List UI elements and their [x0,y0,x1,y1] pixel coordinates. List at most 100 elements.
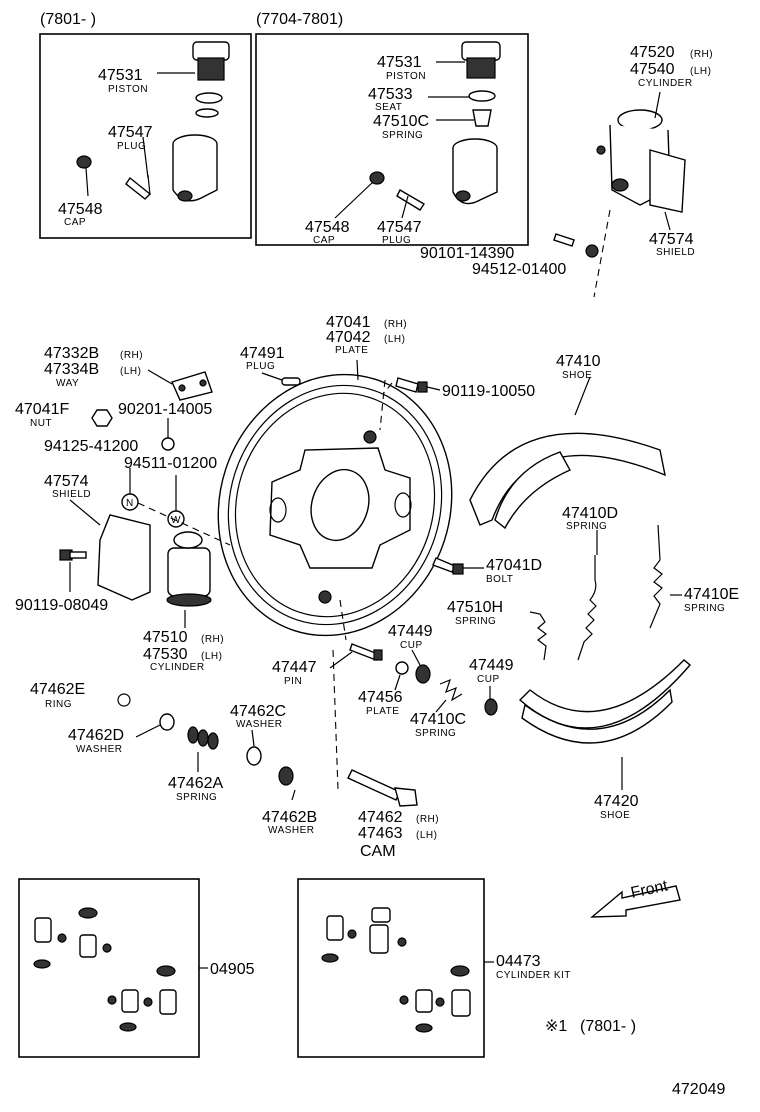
label-47547-a: 47547 [108,124,153,141]
label-90119-10050: 90119-10050 [442,383,535,400]
label-cap-a: CAP [64,217,86,228]
label-shoe-2: SHOE [600,810,630,821]
label-04473: 04473 [496,953,541,970]
label-90119-08049: 90119-08049 [15,597,108,614]
label-47531-b: 47531 [377,54,422,71]
label-47410: 47410 [556,353,601,370]
label-47574-l: 47574 [44,473,89,490]
label-shield-r: SHIELD [656,247,695,258]
label-47041: 47041 [326,314,371,331]
label-plate-2: PLATE [366,706,399,717]
label-94511: 94511-01200 [124,455,217,472]
label-lh-2: (LH) [384,334,405,345]
label-piston-a: PISTON [108,84,148,95]
spring-47410e [649,524,682,629]
spring-47410d [577,530,598,661]
inset-left-frame [39,33,252,239]
label-washer-d: WASHER [76,744,123,755]
cylinder-part-a [172,134,218,202]
label-47410c: 47410C [410,711,466,728]
label-47548-b: 47548 [305,219,350,236]
spring-47462a [187,726,219,772]
label-47574-r: 47574 [649,231,694,248]
label-47462d: 47462D [68,727,124,744]
label-plug-c: PLUG [246,361,275,372]
label-47462e: 47462E [30,681,85,698]
label-cylinder-2: CYLINDER [150,662,205,673]
spring-47410c [435,678,463,713]
bolt-90119-08049 [59,549,87,592]
label-47548-a: 47548 [58,201,103,218]
label-plate-1: PLATE [335,345,368,356]
label-shoe-1: SHOE [562,370,592,381]
ring-47462e [117,693,131,707]
washer-47462c [246,729,262,766]
washer-90201 [161,418,175,451]
label-spring-b: SPRING [382,130,423,141]
label-47491: 47491 [240,345,285,362]
label-note-mark: ※1 [545,1018,567,1035]
label-ring: RING [45,699,72,710]
label-47520: 47520 [630,44,675,61]
label-nut: NUT [30,418,52,429]
nut-47041f [91,409,113,427]
label-seat: SEAT [375,102,402,113]
plate-47456 [394,661,409,691]
cam-47462 [332,649,418,807]
label-washer-b: WASHER [268,825,315,836]
rear-wheel-cylinder-group: 47520 (RH) 47540 (LH) CYLINDER 47574 SHI… [420,44,713,298]
washer-47462b [278,766,296,801]
plug-part-a [125,174,152,200]
label-47462c: 47462C [230,703,286,720]
label-47042: 47042 [326,329,371,346]
wheel-cylinder-rh [596,109,686,213]
label-47540: 47540 [630,61,675,78]
label-plug-a: PLUG [117,141,146,152]
cap-part-b [369,171,385,185]
label-47410d: 47410D [562,505,618,522]
label-47510c: 47510C [373,113,429,130]
inset-left-title: (7801- ) [40,11,96,28]
label-47462b: 47462B [262,809,317,826]
label-47462: 47462 [358,809,403,826]
bolt-90101 [553,233,575,247]
label-rh-4: (RH) [201,634,224,645]
label-spring-c: SPRING [415,728,456,739]
label-90101: 90101-14390 [420,245,514,262]
label-spring-e: SPRING [684,603,725,614]
label-47420: 47420 [594,793,639,810]
label-rh-5: (RH) [416,814,439,825]
label-47041d: 47041D [486,557,542,574]
label-spring-a: SPRING [176,792,217,803]
label-47410e: 47410E [684,586,739,603]
label-note-range: (7801- ) [580,1018,636,1035]
piston-part-a [192,41,230,118]
label-47533: 47533 [368,86,413,103]
wheel-cylinder-47510 [166,531,212,628]
label-47041f: 47041F [15,401,69,418]
label-rh-3: (RH) [120,350,143,361]
label-94512: 94512-01400 [472,261,566,278]
bolt-47041d [432,557,484,575]
plug-part-b [396,189,425,211]
label-47456: 47456 [358,689,403,706]
diagram-id: 472049 [672,1081,725,1098]
spring-47510h [529,611,547,661]
label-piston-b: PISTON [386,71,426,82]
inset-7704-7801: (7704-7801) 47531 PISTON 47533 SEAT 4751… [255,11,529,246]
label-shield-l: SHIELD [52,489,91,500]
cup-47449-a [411,649,431,684]
label-47510h: 47510H [447,599,503,616]
label-47530: 47530 [143,646,188,663]
cylinder-part-b [452,138,498,205]
mark-n: N [126,498,134,509]
pin-47447 [329,599,383,669]
inset-right-frame [255,33,529,246]
label-47547-b: 47547 [377,219,422,236]
bolt-90119-10050 [379,377,441,431]
brake-shoe-47420 [518,659,691,790]
label-lh-4: (LH) [201,651,222,662]
label-cam: CAM [360,843,396,860]
label-plug-b: PLUG [382,235,411,246]
